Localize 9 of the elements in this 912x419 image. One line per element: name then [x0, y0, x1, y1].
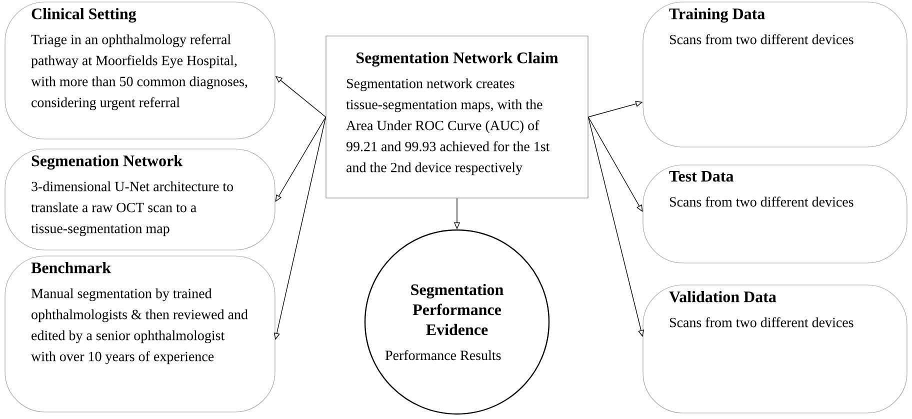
rounded-box: Validation Data Scans from two different devices [642, 284, 908, 414]
rounded-box: Clinical Setting Triage in an ophthalmology referral pathway at Moorfields Eye Hospital, with more than 50 common diagnoses, considering urgent referral [4, 2, 276, 140]
arrow [275, 116, 326, 202]
claim-box: Segmentation Network Claim Segmentation network creates tissue-segmentation maps, with the Area Under ROC Curve (AUC) of 99.21 and 99.93 achieved for the 1st and the 2nd device respectively [326, 36, 588, 198]
rounded-box: Segmenation Network 3-dimensional U-Net architecture to translate a raw OCT scan to a tissue-segmentation map [4, 148, 276, 250]
rounded-box: Benchmark Manual segmentation by trained ophthalmologists & then reviewed and edited by a senior ophthalmologist with over 10 years of experience [4, 256, 276, 412]
rounded-box: Training Data Scans from two different devices [642, 2, 908, 148]
rounded-box: Test Data Scans from two different devices [642, 164, 908, 264]
arrow [588, 116, 643, 212]
